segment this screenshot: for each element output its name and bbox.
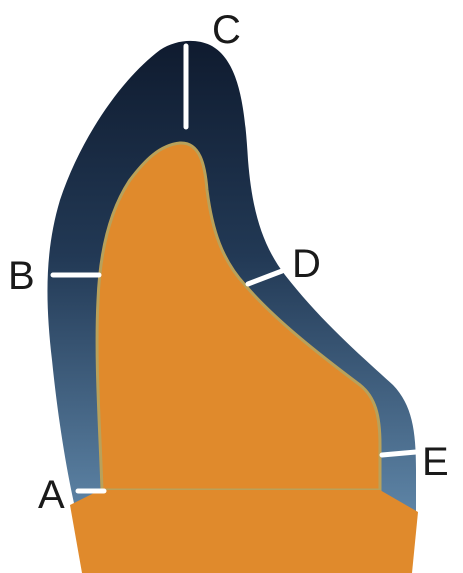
base-block [70, 490, 418, 573]
label-a: A [38, 473, 65, 517]
label-c: C [212, 8, 241, 52]
marker-e [382, 452, 416, 455]
label-e: E [422, 440, 449, 484]
label-b: B [8, 254, 35, 298]
label-d: D [292, 242, 321, 286]
